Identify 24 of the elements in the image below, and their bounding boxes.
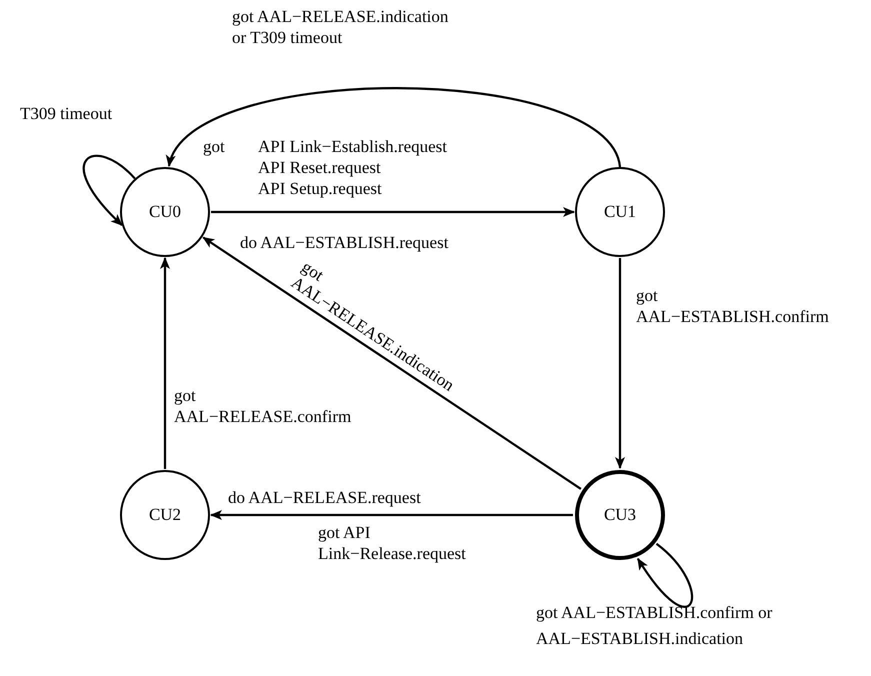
transition-note: API Setup.request xyxy=(258,178,383,199)
transition-note: do AAL−RELEASE.request xyxy=(228,487,422,508)
state-label: CU1 xyxy=(604,202,636,222)
edge-label: got API Link−Release.request xyxy=(318,522,467,564)
arrow xyxy=(160,257,170,469)
arrow xyxy=(615,258,625,469)
transition-note: API Reset.request xyxy=(258,157,382,178)
arrow xyxy=(211,207,575,217)
state-label: CU3 xyxy=(604,505,636,525)
edge-label: do AAL−ESTABLISH.request xyxy=(240,232,450,253)
edge-label: got AAL−RELEASE.confirm xyxy=(174,386,349,427)
transition-note: got xyxy=(203,136,226,157)
edge-label: got AAL−ESTABLISH.confirm or AAL−ESTABLISH.indication xyxy=(536,602,774,650)
state-label: CU2 xyxy=(148,505,182,525)
edge-label: got AAL−RELEASE.indication or T309 timeout xyxy=(232,6,450,48)
arrow xyxy=(636,542,694,608)
arrow xyxy=(82,154,136,226)
edge-label: got AAL−ESTABLISH.confirm xyxy=(636,285,826,327)
arrow xyxy=(210,510,573,520)
arrow xyxy=(202,236,582,490)
edge-label: T309 timeout xyxy=(20,103,114,124)
arrow xyxy=(168,87,621,168)
transition-note: API Link−Establish.request xyxy=(258,136,448,157)
state-label: CU0 xyxy=(148,202,182,222)
